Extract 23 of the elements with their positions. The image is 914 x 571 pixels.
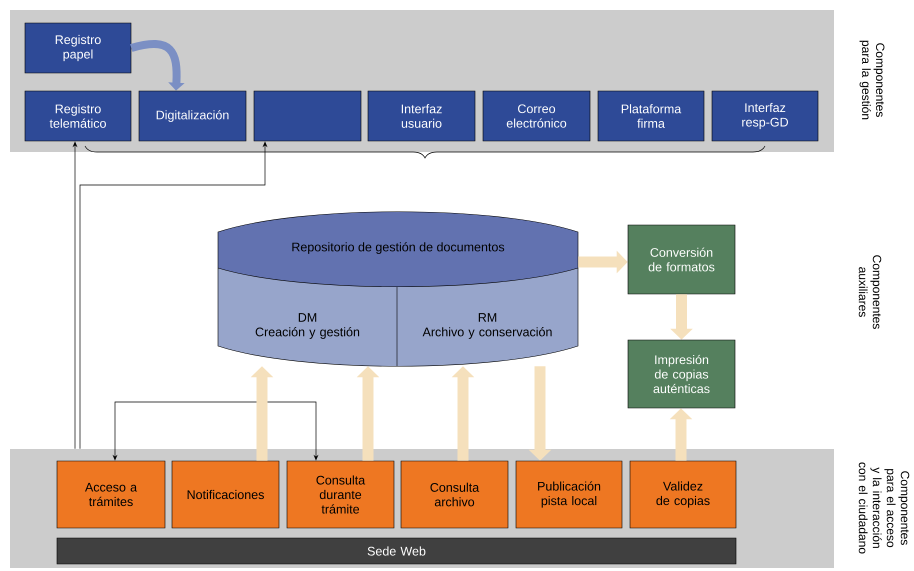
service-box: Consulta archivo (400, 460, 508, 528)
process-box: Registro papel (24, 22, 132, 74)
process-box: Interfaz resp-GD (712, 90, 818, 142)
band-heading: Componentes para el acceso y la interacción con el ciudadano (858, 462, 910, 554)
process-box: Registro telemático (24, 90, 132, 142)
service-box: Notificaciones (172, 460, 280, 528)
band-heading: Componentes para la gestión (860, 40, 884, 120)
section-text: DM Creación y gestión (256, 313, 360, 339)
process-box: Correo electrónico (482, 90, 590, 142)
web-bar: Sede Web (56, 538, 736, 564)
process-box: Conversión de formatos (628, 224, 736, 294)
process-box: Interfaz usuario (368, 90, 476, 142)
service-box: Publicación pista local (516, 460, 622, 528)
service-box: Acceso a trámites (56, 460, 166, 528)
process-box (254, 90, 362, 142)
process-box: Digitalización (138, 90, 246, 142)
section-label: Componentes auxiliares (858, 255, 882, 329)
service-box: Consulta durante trámite (286, 460, 394, 528)
service-box: Validez de copias (630, 460, 736, 528)
process-box: Plataforma firma (598, 90, 704, 142)
cylinder-heading: Repositorio de gestión de documentos (292, 242, 504, 254)
process-box: Impresión de copias auténticas (628, 340, 736, 408)
section-text: RM Archivo y conservación (422, 313, 552, 339)
